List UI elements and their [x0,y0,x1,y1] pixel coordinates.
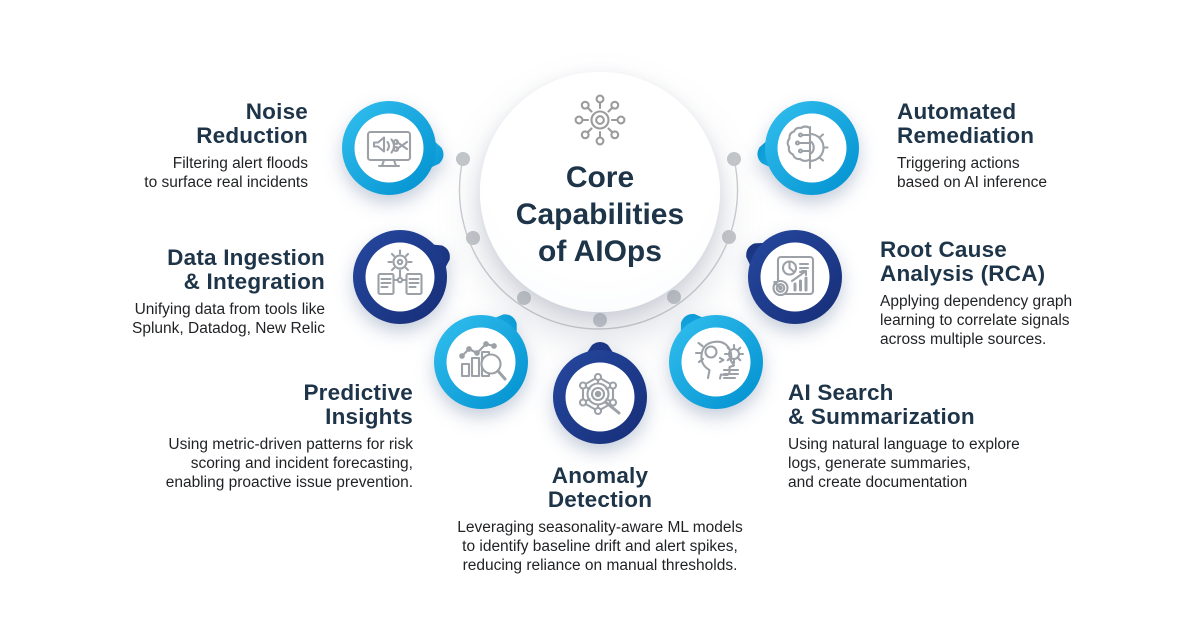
center-title: Core Capabilities of AIOps [515,161,685,269]
predictive-insights-badge [434,314,528,409]
noise-reduction-badge [342,101,444,195]
ai-search-description: Using natural language to explore logs, … [788,436,1020,491]
connector-dot [593,313,607,327]
analytics-report-icon [772,255,815,297]
data-ingestion-description: Unifying data from tools like Splunk, Da… [132,301,325,338]
automated-remediation-title: Automated Remediation [897,99,1035,149]
brain-gear-icon [786,125,829,170]
root-cause-analysis-title: Root Cause Analysis (RCA) [880,237,1046,287]
predictive-insights-text: Predictive Insights Using metric-driven … [100,380,413,493]
root-cause-analysis-description: Applying dependency graph learning to co… [880,293,1073,348]
ai-head-document-icon [694,340,745,380]
noise-reduction-title: Noise Reduction [196,99,308,149]
network-magnifier-icon [578,372,621,416]
center-circle: Core Capabilities of AIOps [480,72,720,312]
ai-search-text: AI Search & Summarization Using natural … [788,380,1058,493]
muted-alert-monitor-icon [366,130,412,168]
connector-dot [466,231,480,245]
chart-magnifier-icon [459,341,507,381]
connector-dot [727,152,741,166]
root-cause-analysis-badge [746,230,842,324]
automated-remediation-badge [757,101,859,195]
ai-search-title: AI Search & Summarization [788,380,975,430]
noise-reduction-text: Noise Reduction Filtering alert floods t… [20,99,308,193]
connector-dot [667,290,681,304]
anomaly-detection-description: Leveraging seasonality-aware ML models t… [457,519,743,574]
anomaly-detection-title: Anomaly Detection [547,463,653,513]
data-ingestion-badge [353,230,450,324]
connector-dot [456,152,470,166]
connector-dot [517,291,531,305]
root-cause-analysis-text: Root Cause Analysis (RCA) Applying depen… [880,237,1105,350]
anomaly-detection-badge [553,342,647,444]
data-ingestion-text: Data Ingestion & Integration Unifying da… [20,245,325,339]
predictive-insights-title: Predictive Insights [303,380,413,430]
automated-remediation-description: Triggering actions based on AI inference [897,155,1047,192]
automated-remediation-text: Automated Remediation Triggering actions… [897,99,1127,193]
connector-dots [456,152,741,327]
data-ingestion-title: Data Ingestion & Integration [167,245,325,295]
connector-dot [722,230,736,244]
noise-reduction-description: Filtering alert floods to surface real i… [144,155,308,192]
anomaly-detection-text: Anomaly Detection Leveraging seasonality… [430,463,770,576]
predictive-insights-description: Using metric-driven patterns for risk sc… [165,436,413,491]
documents-sync-gear-icon [377,249,423,296]
ai-search-badge [669,314,763,409]
network-hub-icon [574,94,626,146]
